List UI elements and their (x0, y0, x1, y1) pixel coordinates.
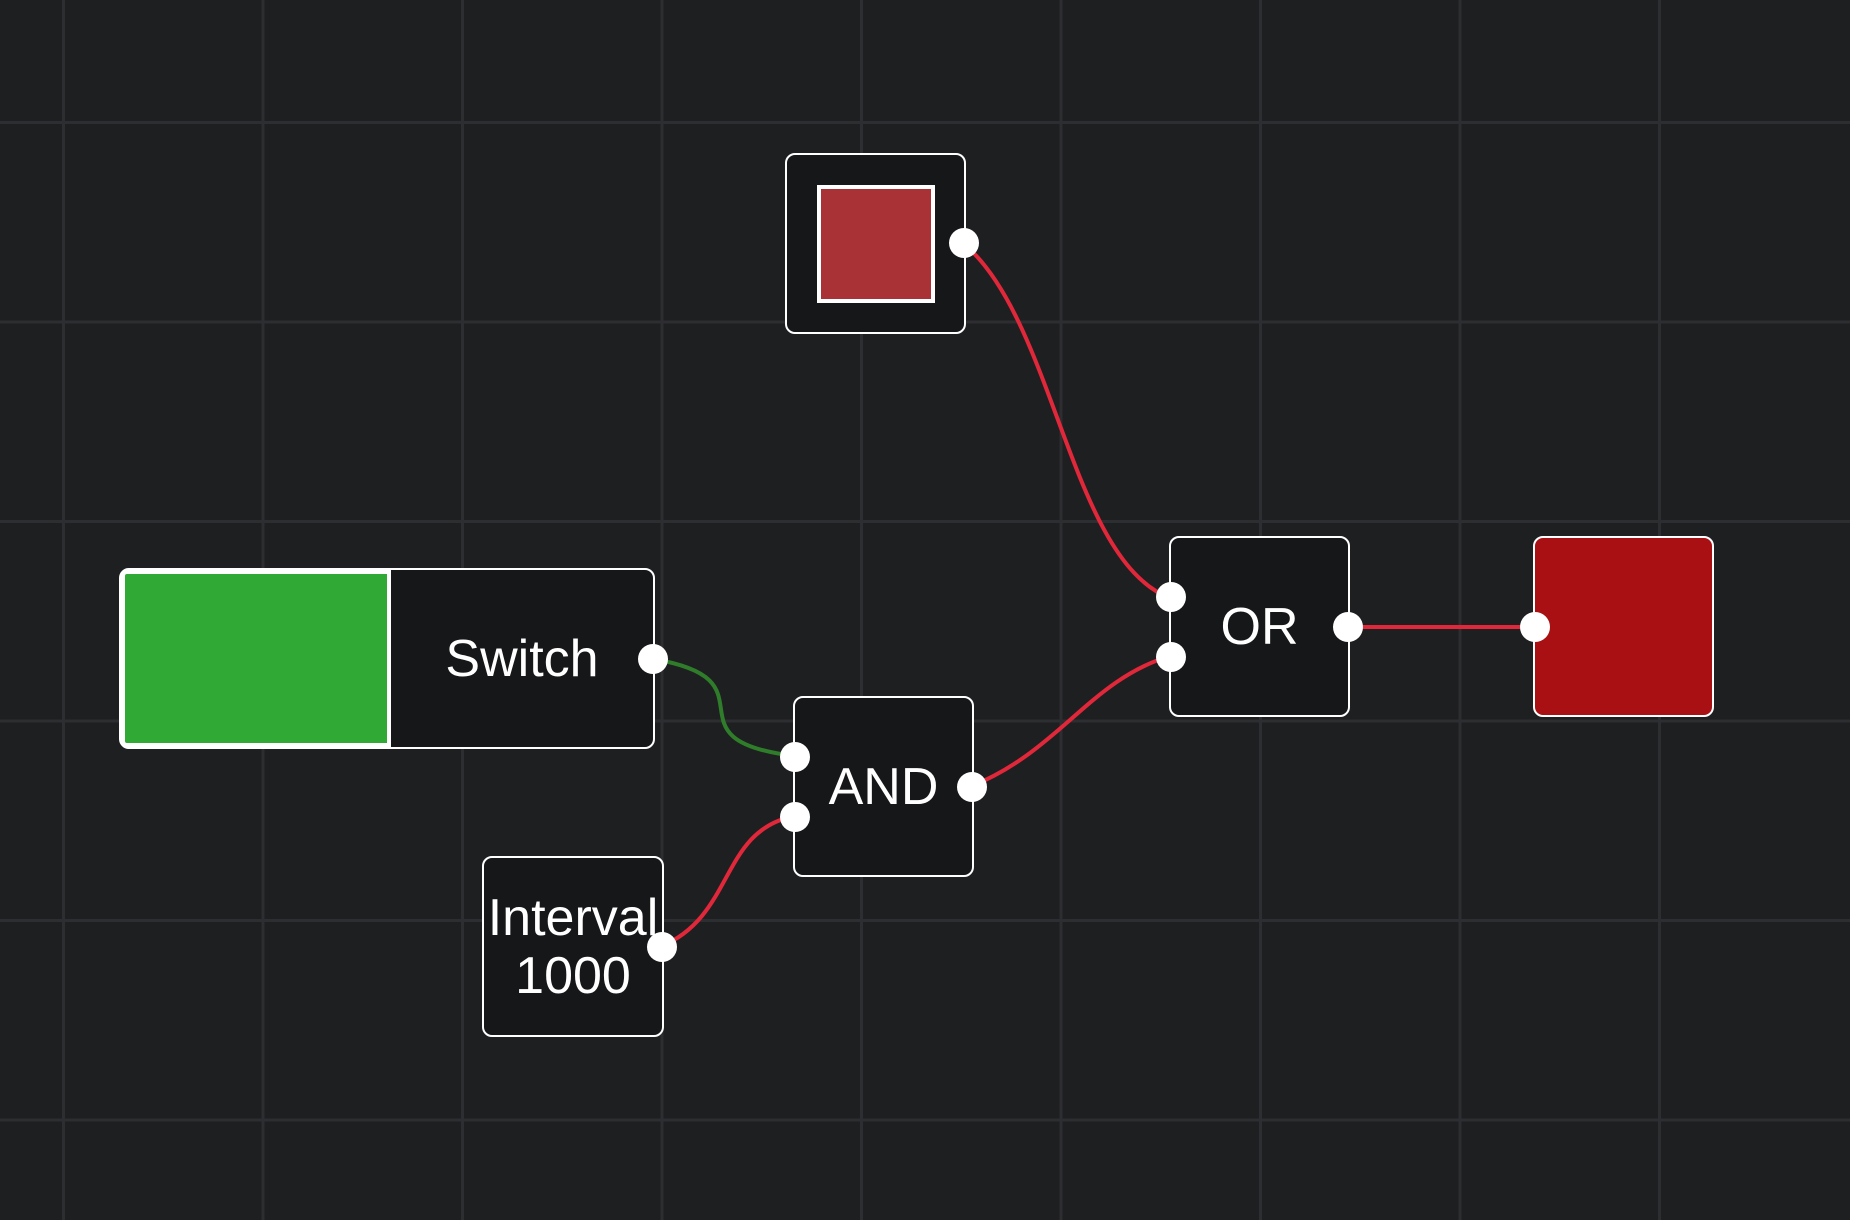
switch-label: Switch (445, 629, 599, 688)
button-node[interactable] (785, 153, 966, 334)
interval-output-port[interactable] (647, 932, 677, 962)
lamp-input-port[interactable] (1520, 612, 1550, 642)
and-gate-node[interactable]: AND (793, 696, 974, 877)
and-input-port-2[interactable] (780, 802, 810, 832)
or-input-port-1[interactable] (1156, 582, 1186, 612)
switch-output-port[interactable] (638, 644, 668, 674)
switch-node[interactable]: Switch (119, 568, 655, 749)
or-gate-label: OR (1220, 597, 1299, 656)
or-input-port-2[interactable] (1156, 642, 1186, 672)
interval-label: Interval 1000 (487, 888, 659, 1005)
output-lamp-node[interactable] (1533, 536, 1714, 717)
switch-toggle[interactable] (121, 570, 391, 747)
or-gate-node[interactable]: OR (1169, 536, 1350, 717)
or-output-port[interactable] (1333, 612, 1363, 642)
wire-switch-to-and[interactable] (652, 657, 796, 758)
push-button[interactable] (817, 185, 935, 303)
button-output-port[interactable] (949, 228, 979, 258)
and-input-port-1[interactable] (780, 742, 810, 772)
and-output-port[interactable] (957, 772, 987, 802)
wire-interval-to-and[interactable] (661, 814, 796, 948)
and-gate-label: AND (828, 757, 939, 816)
wire-button-to-or[interactable] (962, 242, 1171, 600)
interval-node[interactable]: Interval 1000 (482, 856, 664, 1037)
wire-and-to-or[interactable] (971, 654, 1171, 788)
